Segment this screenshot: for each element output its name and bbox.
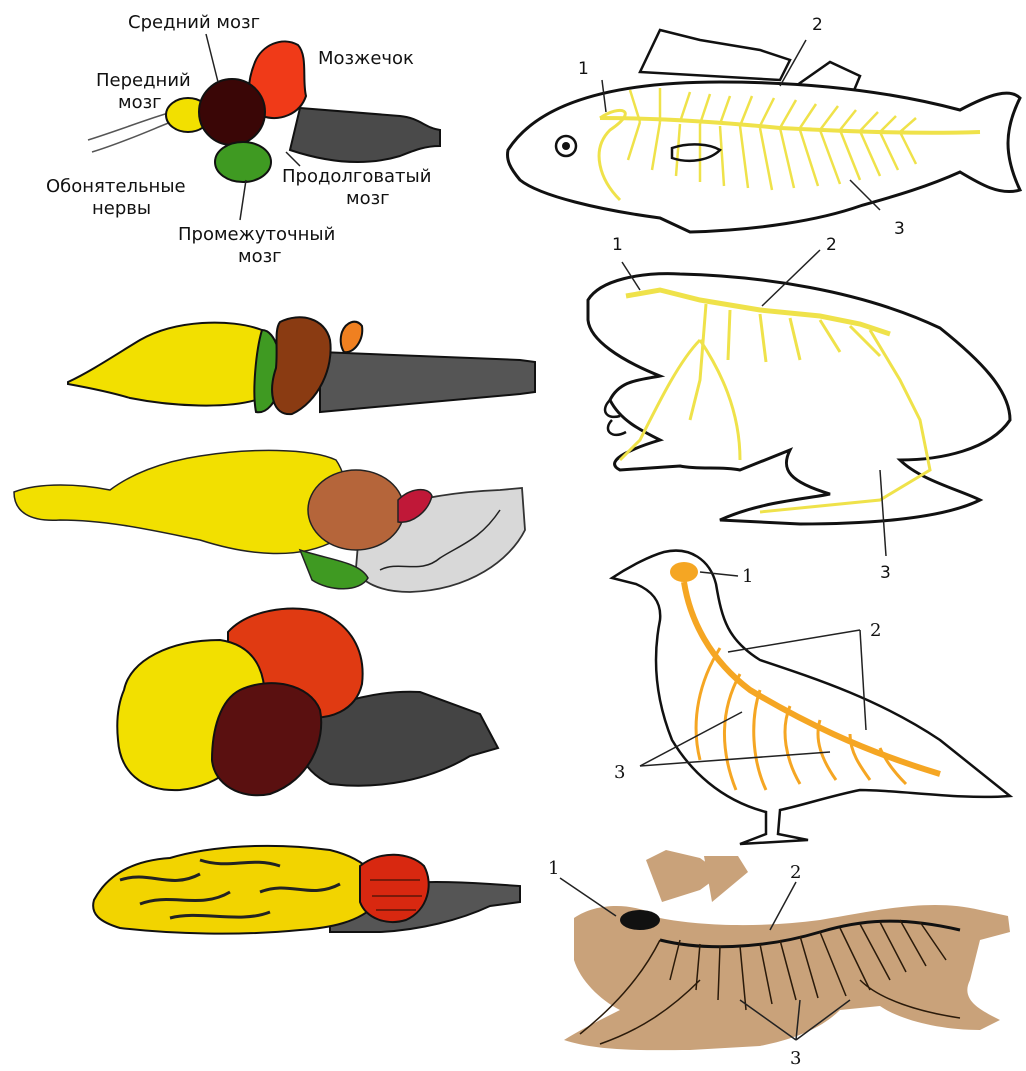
mammal-cortex [93, 846, 378, 934]
medulla-gray [290, 108, 440, 162]
reptile-brain [14, 450, 525, 592]
rabbit-label-2: 2 [790, 862, 801, 883]
frog-brain [68, 317, 535, 414]
midbrain-dark [199, 79, 265, 145]
fish-label-2: 2 [812, 15, 823, 35]
diencephalon-green [215, 142, 271, 182]
mammal-brain [93, 846, 520, 934]
label-cerebellum: Мозжечок [318, 48, 414, 69]
bird-label-2: 2 [870, 620, 881, 641]
rabbit-label-3: 3 [790, 1048, 801, 1069]
bird-midbrain [212, 683, 321, 795]
frog-label-2: 2 [826, 235, 837, 255]
frog-label-1: 1 [612, 235, 623, 255]
fish-label-3: 3 [894, 219, 905, 239]
label-diencephalon-1: Промежуточный [178, 224, 335, 245]
frog-nervous-system [588, 250, 1010, 556]
label-olfactory-2: нервы [92, 198, 151, 219]
rabbit-nervous-system [560, 850, 1010, 1050]
reptile-forebrain [14, 450, 347, 553]
label-olfactory-1: Обонятельные [46, 176, 186, 197]
bird-label-1: 1 [742, 566, 753, 587]
fish-label-1: 1 [578, 59, 589, 79]
label-forebrain-2: мозг [118, 92, 162, 113]
frog-label-3: 3 [880, 563, 891, 583]
label-midbrain: Средний мозг [128, 12, 260, 33]
mammal-cerebellum [360, 855, 429, 922]
rabbit-label-1: 1 [548, 858, 559, 879]
bird-brain [117, 609, 498, 796]
label-medulla-2: мозг [346, 188, 390, 209]
label-diencephalon-2: мозг [238, 246, 282, 267]
label-forebrain-1: Передний [96, 70, 191, 91]
bird-label-3: 3 [614, 762, 625, 783]
frog-forebrain [68, 323, 273, 406]
reptile-midbrain [308, 470, 404, 550]
label-medulla-1: Продолговатый [282, 166, 431, 187]
bird-nervous-system [612, 551, 1010, 844]
